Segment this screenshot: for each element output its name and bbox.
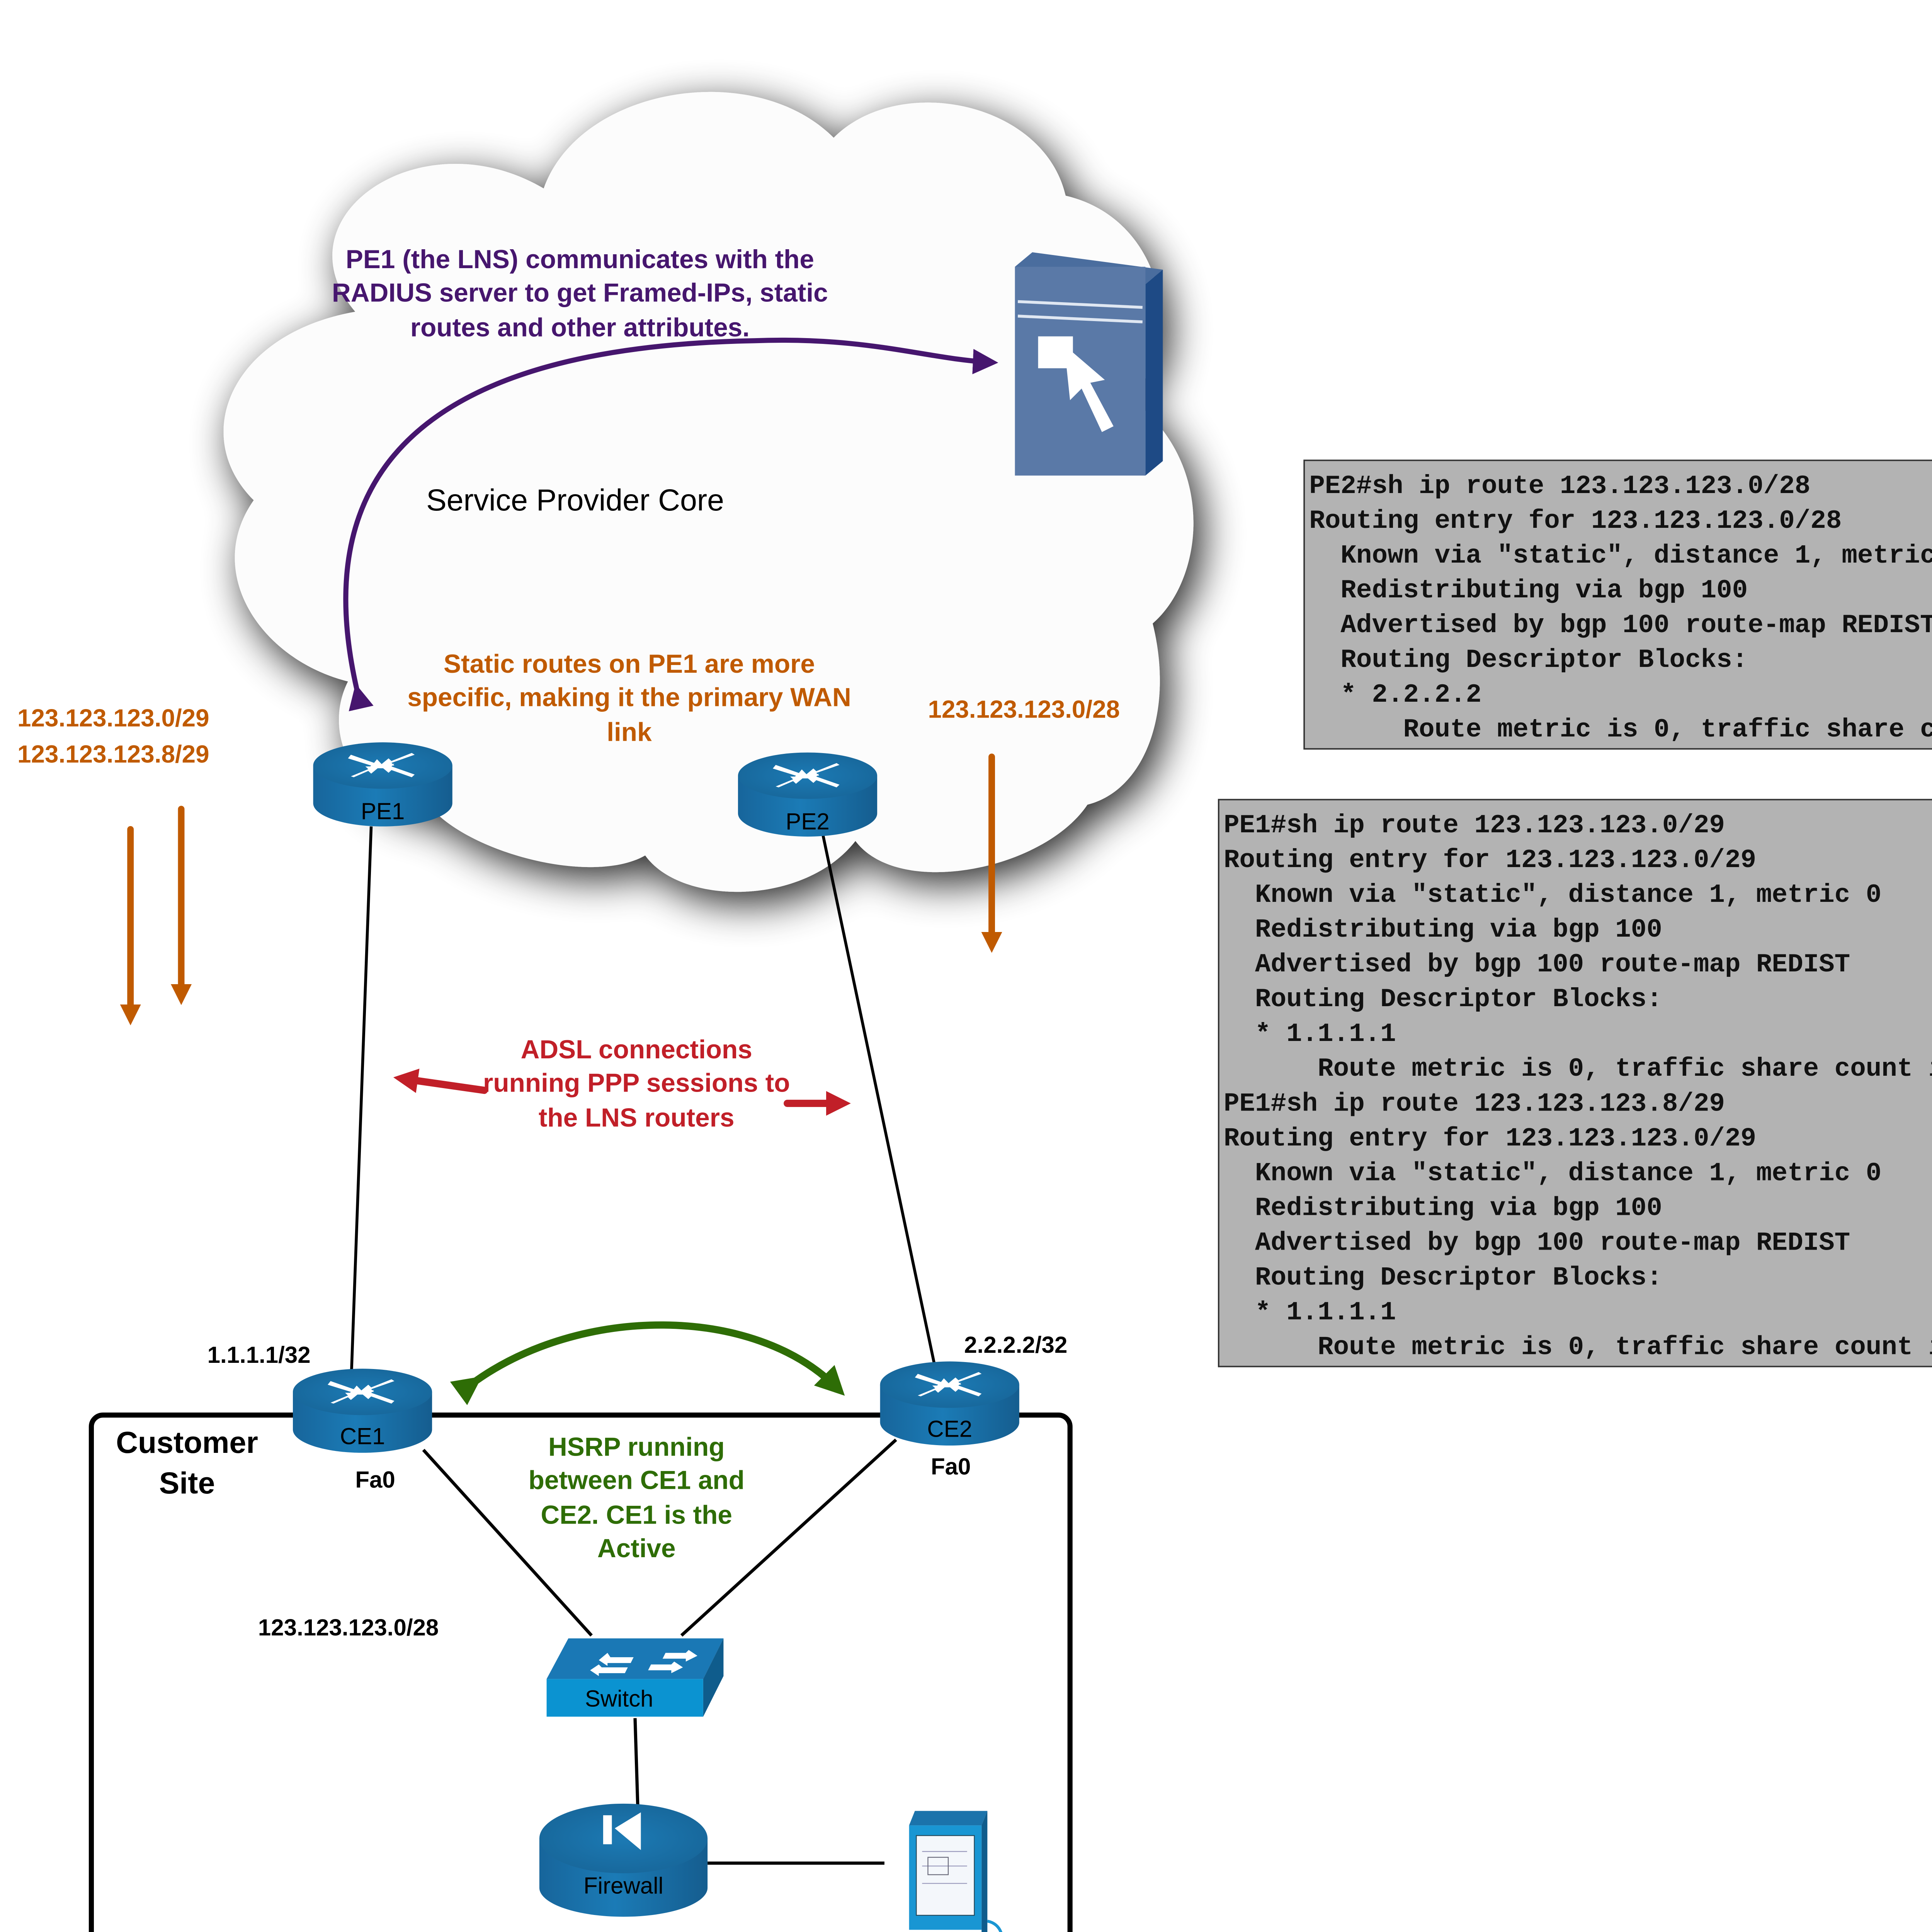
- static-routes-note: Static routes on PE1 are more specific, …: [407, 650, 851, 747]
- customer-site-label-line1: Customer: [116, 1427, 258, 1460]
- ce1-address: 1.1.1.1/32: [207, 1344, 311, 1369]
- cli-line: Advertised by bgp 100 route-map REDIST: [1309, 612, 1932, 641]
- service-provider-core-label: Service Provider Core: [426, 484, 724, 518]
- ce2-interface: Fa0: [930, 1456, 971, 1481]
- lan-prefix: 123.123.123.0/28: [258, 1616, 439, 1641]
- workstation-icon: [909, 1811, 1003, 1932]
- link-ce1-switch: [422, 1449, 593, 1637]
- pe1-label: PE1: [361, 798, 405, 824]
- ce1-label: CE1: [340, 1423, 385, 1449]
- cli-line: Routing Descriptor Blocks:: [1223, 986, 1662, 1015]
- cli-line: Route metric is 0, traffic share count i…: [1403, 716, 1932, 745]
- link-ce2-switch: [680, 1438, 897, 1637]
- pe1-prefix: 123.123.123.8/29: [17, 740, 209, 768]
- firewall-label: Firewall: [583, 1873, 663, 1899]
- cli-line: Route metric is 0, traffic share count i…: [1223, 1055, 1932, 1085]
- radius-communication-arrow: [343, 337, 998, 711]
- cli-line: Routing entry for 123.123.123.0/29: [1223, 847, 1757, 876]
- cli-line: Advertised by bgp 100 route-map REDIST: [1223, 951, 1850, 980]
- customer-site-label: Customer Site: [102, 1424, 273, 1506]
- firewall-device[interactable]: Firewall: [539, 1803, 708, 1917]
- customer-site-box: [88, 1412, 1073, 1932]
- cli-line: Routing entry for 123.123.123.0/28: [1309, 507, 1842, 537]
- link-pe1-ce1: [349, 826, 373, 1389]
- hsrp-note: HSRP running between CE1 and CE2. CE1 is…: [528, 1432, 745, 1563]
- adsl-note: ADSL connections running PPP sessions to…: [483, 1035, 790, 1132]
- cli-line: Routing Descriptor Blocks:: [1223, 1264, 1662, 1294]
- radius-note: PE1 (the LNS) communicates with the RADI…: [332, 245, 828, 342]
- pe1-prefix-list: 123.123.123.0/29 123.123.123.8/29: [17, 702, 209, 773]
- link-switch-firewall: [633, 1718, 640, 1813]
- host-device[interactable]: Host: [892, 1811, 1008, 1932]
- pe1-prefix: 123.123.123.0/29: [17, 704, 209, 732]
- cli-line: * 1.1.1.1: [1223, 1020, 1396, 1050]
- ce1-router[interactable]: CE1: [293, 1369, 432, 1453]
- cli-line: Redistributing via bgp 100: [1223, 1194, 1662, 1224]
- ce1-interface: Fa0: [355, 1469, 395, 1493]
- cli-line: Routing entry for 123.123.123.0/29: [1223, 1125, 1757, 1154]
- cli-line: Redistributing via bgp 100: [1309, 577, 1748, 606]
- switch-label: Switch: [585, 1685, 653, 1711]
- cli-line: PE1#sh ip route 123.123.123.0/29: [1223, 812, 1725, 841]
- cli-line: Known via "static", distance 1, metric 0: [1309, 542, 1932, 571]
- customer-site-label-line2: Site: [159, 1468, 215, 1501]
- cli-line: Redistributing via bgp 100: [1223, 916, 1662, 946]
- cli-line: Route metric is 0, traffic share count i…: [1223, 1334, 1932, 1363]
- radius-server-icon: [1015, 252, 1163, 476]
- cli-line: Advertised by bgp 100 route-map REDIST: [1223, 1229, 1850, 1259]
- pe2-prefix: 123.123.123.0/28: [928, 696, 1120, 724]
- pe1-router[interactable]: PE1: [313, 742, 452, 827]
- switch-icon: [590, 1650, 697, 1676]
- adsl-arrow-left: [393, 1068, 488, 1094]
- cli-line: * 2.2.2.2: [1309, 681, 1482, 711]
- cli-line: PE1#sh ip route 123.123.123.8/29: [1223, 1090, 1725, 1119]
- cli-line: Known via "static", distance 1, metric 0: [1223, 1160, 1882, 1189]
- ce2-address: 2.2.2.2/32: [964, 1334, 1068, 1359]
- hsrp-arrow: [450, 1321, 845, 1405]
- switch-device[interactable]: Switch: [546, 1638, 724, 1717]
- cli-line: Known via "static", distance 1, metric 0: [1223, 881, 1882, 911]
- cli-line: PE2#sh ip route 123.123.123.0/28: [1309, 473, 1811, 502]
- pe2-label: PE2: [786, 808, 829, 834]
- cli-line: Routing Descriptor Blocks:: [1309, 646, 1748, 676]
- cli-line: * 1.1.1.1: [1223, 1299, 1396, 1328]
- link-pe2-ce2: [820, 830, 940, 1382]
- ce2-label: CE2: [927, 1416, 972, 1442]
- pe2-router[interactable]: PE2: [738, 752, 878, 837]
- ce2-router[interactable]: CE2: [880, 1361, 1019, 1446]
- firewall-icon: [603, 1812, 641, 1850]
